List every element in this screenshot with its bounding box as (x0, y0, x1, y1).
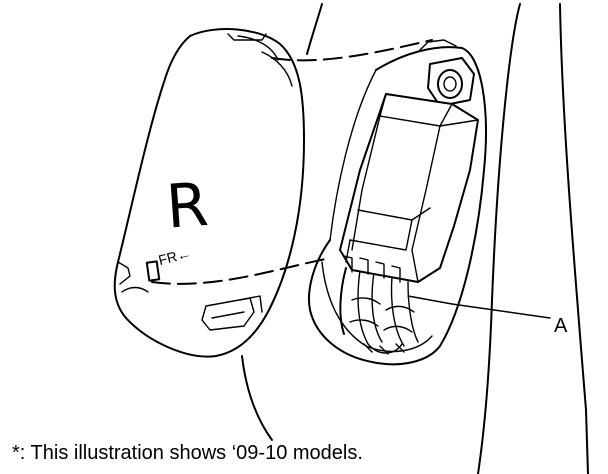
alignment-line-upper (271, 39, 433, 62)
wiring-harness (339, 267, 419, 355)
pillar-edge-line (306, 3, 323, 55)
cover-direction-mark: FR← (157, 245, 193, 268)
sensor-module (339, 93, 479, 283)
caption: *: This illustration shows ‘09-10 models… (12, 442, 363, 464)
pillar-far-line (559, 3, 589, 474)
alignment-line-lower (151, 257, 331, 285)
sensor-cover (113, 28, 305, 358)
pillar-lower-line (241, 355, 273, 441)
cover-tab (145, 260, 161, 282)
pillar-right-line (477, 3, 521, 474)
cover-letter: R (164, 170, 210, 243)
mounting-bolt (419, 39, 475, 107)
callout-label: A (554, 315, 568, 337)
callout-leader-line (407, 295, 551, 319)
